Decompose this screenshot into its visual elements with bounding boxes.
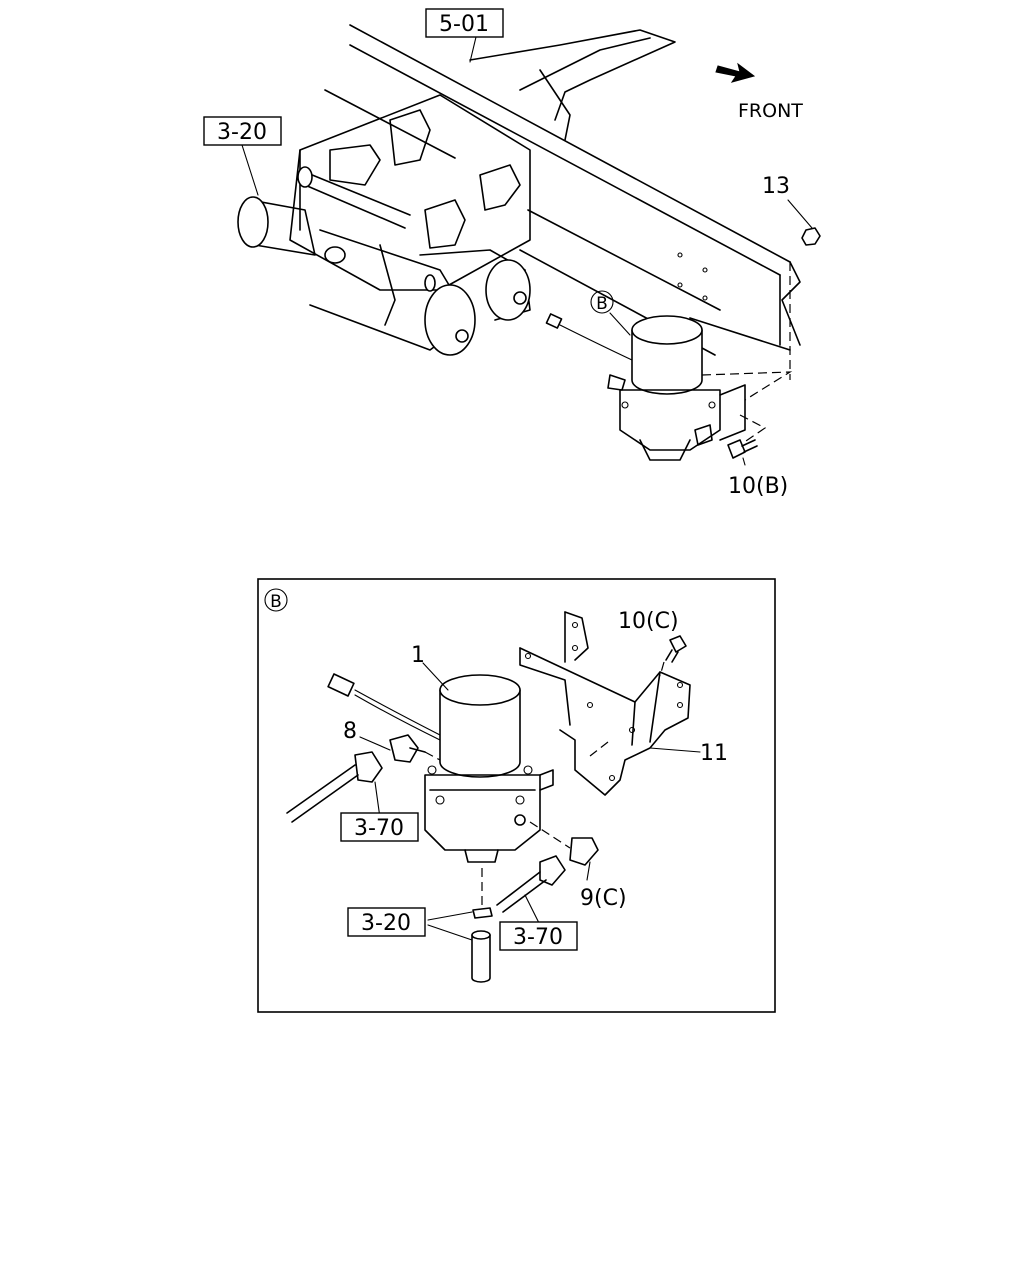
ref-320-top-label: 3-20 <box>217 120 267 145</box>
air-dryer-top <box>545 199 821 461</box>
elbow-fitting-9c <box>529 821 599 866</box>
ref-box-370-right <box>499 921 578 951</box>
callout-1: 1 <box>411 643 425 668</box>
callout-11: 11 <box>700 741 728 766</box>
detail-marker-inset-circle <box>264 588 288 612</box>
ref-370-right-label: 3-70 <box>513 925 563 950</box>
harness-connector <box>327 673 441 741</box>
front-label: FRONT <box>738 100 803 122</box>
detail-marker-top: B <box>596 294 608 314</box>
callout-10c: 10(C) <box>618 609 679 634</box>
frame-rail <box>324 24 801 356</box>
air-line-left <box>286 751 383 823</box>
ref-box-320-top <box>203 116 282 146</box>
air-dryer-unit <box>424 674 554 863</box>
air-tank-assembly <box>237 94 531 356</box>
callout-10b: 10(B) <box>728 474 788 499</box>
detail-marker-inset: B <box>270 592 282 612</box>
bolt-10c <box>659 635 687 677</box>
callout-9c: 9(C) <box>580 886 627 911</box>
callout-8: 8 <box>343 719 357 744</box>
detail-marker-top-circle <box>590 290 614 314</box>
ref-box-370-left <box>340 812 419 842</box>
air-line-right <box>496 855 566 913</box>
detail-b-frame <box>257 578 776 1013</box>
elbow-fitting-8 <box>389 734 441 763</box>
drain-hose <box>471 868 493 983</box>
front-arrow-icon <box>715 62 756 83</box>
callout-13: 13 <box>762 174 790 199</box>
ref-370-left-label: 3-70 <box>354 816 404 841</box>
ref-320-inset-label: 3-20 <box>361 911 411 936</box>
mounting-bracket <box>519 611 691 796</box>
ref-box-320-inset <box>347 907 426 937</box>
ref-501-label: 5-01 <box>439 12 489 37</box>
ref-box-501 <box>425 8 504 38</box>
